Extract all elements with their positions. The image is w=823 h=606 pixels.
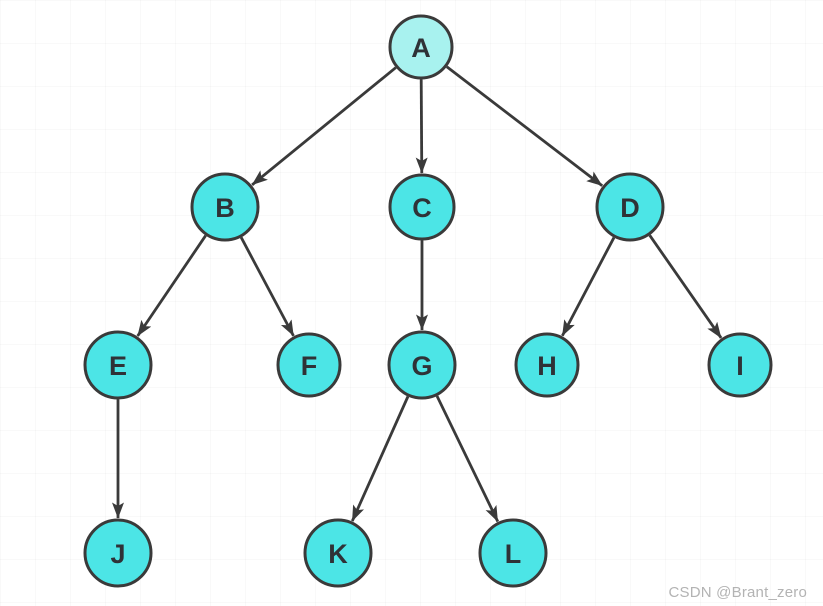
tree-node-d: D	[595, 172, 665, 242]
node-circle	[388, 173, 456, 241]
node-label: B	[215, 193, 235, 223]
node-circle	[387, 330, 457, 400]
tree-node-c: C	[388, 173, 456, 241]
node-circle	[190, 172, 260, 242]
edge-b-f	[239, 236, 295, 337]
edge-a-b	[251, 66, 397, 186]
edge-g-l	[435, 395, 500, 523]
node-label: K	[328, 539, 348, 569]
node-label: D	[620, 193, 640, 223]
tree-node-j: J	[83, 518, 153, 588]
node-label: E	[109, 351, 127, 381]
tree-node-a: A	[388, 14, 454, 80]
edge-b-e	[136, 234, 207, 337]
node-circle	[83, 330, 153, 400]
tree-node-h: H	[514, 332, 580, 398]
node-circle	[478, 518, 548, 588]
tree-node-l: L	[478, 518, 548, 588]
node-circle	[388, 14, 454, 80]
edge-a-d	[445, 65, 604, 187]
edge-g-k	[350, 395, 410, 522]
watermark: CSDN @Brant_zero	[668, 584, 807, 601]
tree-node-f: F	[276, 332, 342, 398]
node-label: L	[505, 539, 522, 569]
node-label: H	[537, 351, 557, 381]
node-circle	[595, 172, 665, 242]
node-label: J	[110, 539, 125, 569]
node-circle	[276, 332, 342, 398]
node-circle	[707, 332, 773, 398]
node-label: G	[411, 351, 432, 381]
tree-node-k: K	[303, 518, 373, 588]
edge-a-c	[415, 79, 428, 174]
node-label: A	[411, 33, 431, 63]
edge-d-i	[648, 234, 723, 339]
tree-node-i: I	[707, 332, 773, 398]
node-circle	[303, 518, 373, 588]
tree-node-e: E	[83, 330, 153, 400]
node-circle	[514, 332, 580, 398]
tree-node-b: B	[190, 172, 260, 242]
node-label: C	[412, 193, 432, 223]
node-circle	[83, 518, 153, 588]
node-label: F	[301, 351, 318, 381]
node-label: I	[736, 351, 744, 381]
tree-node-g: G	[387, 330, 457, 400]
edge-d-h	[561, 236, 616, 337]
